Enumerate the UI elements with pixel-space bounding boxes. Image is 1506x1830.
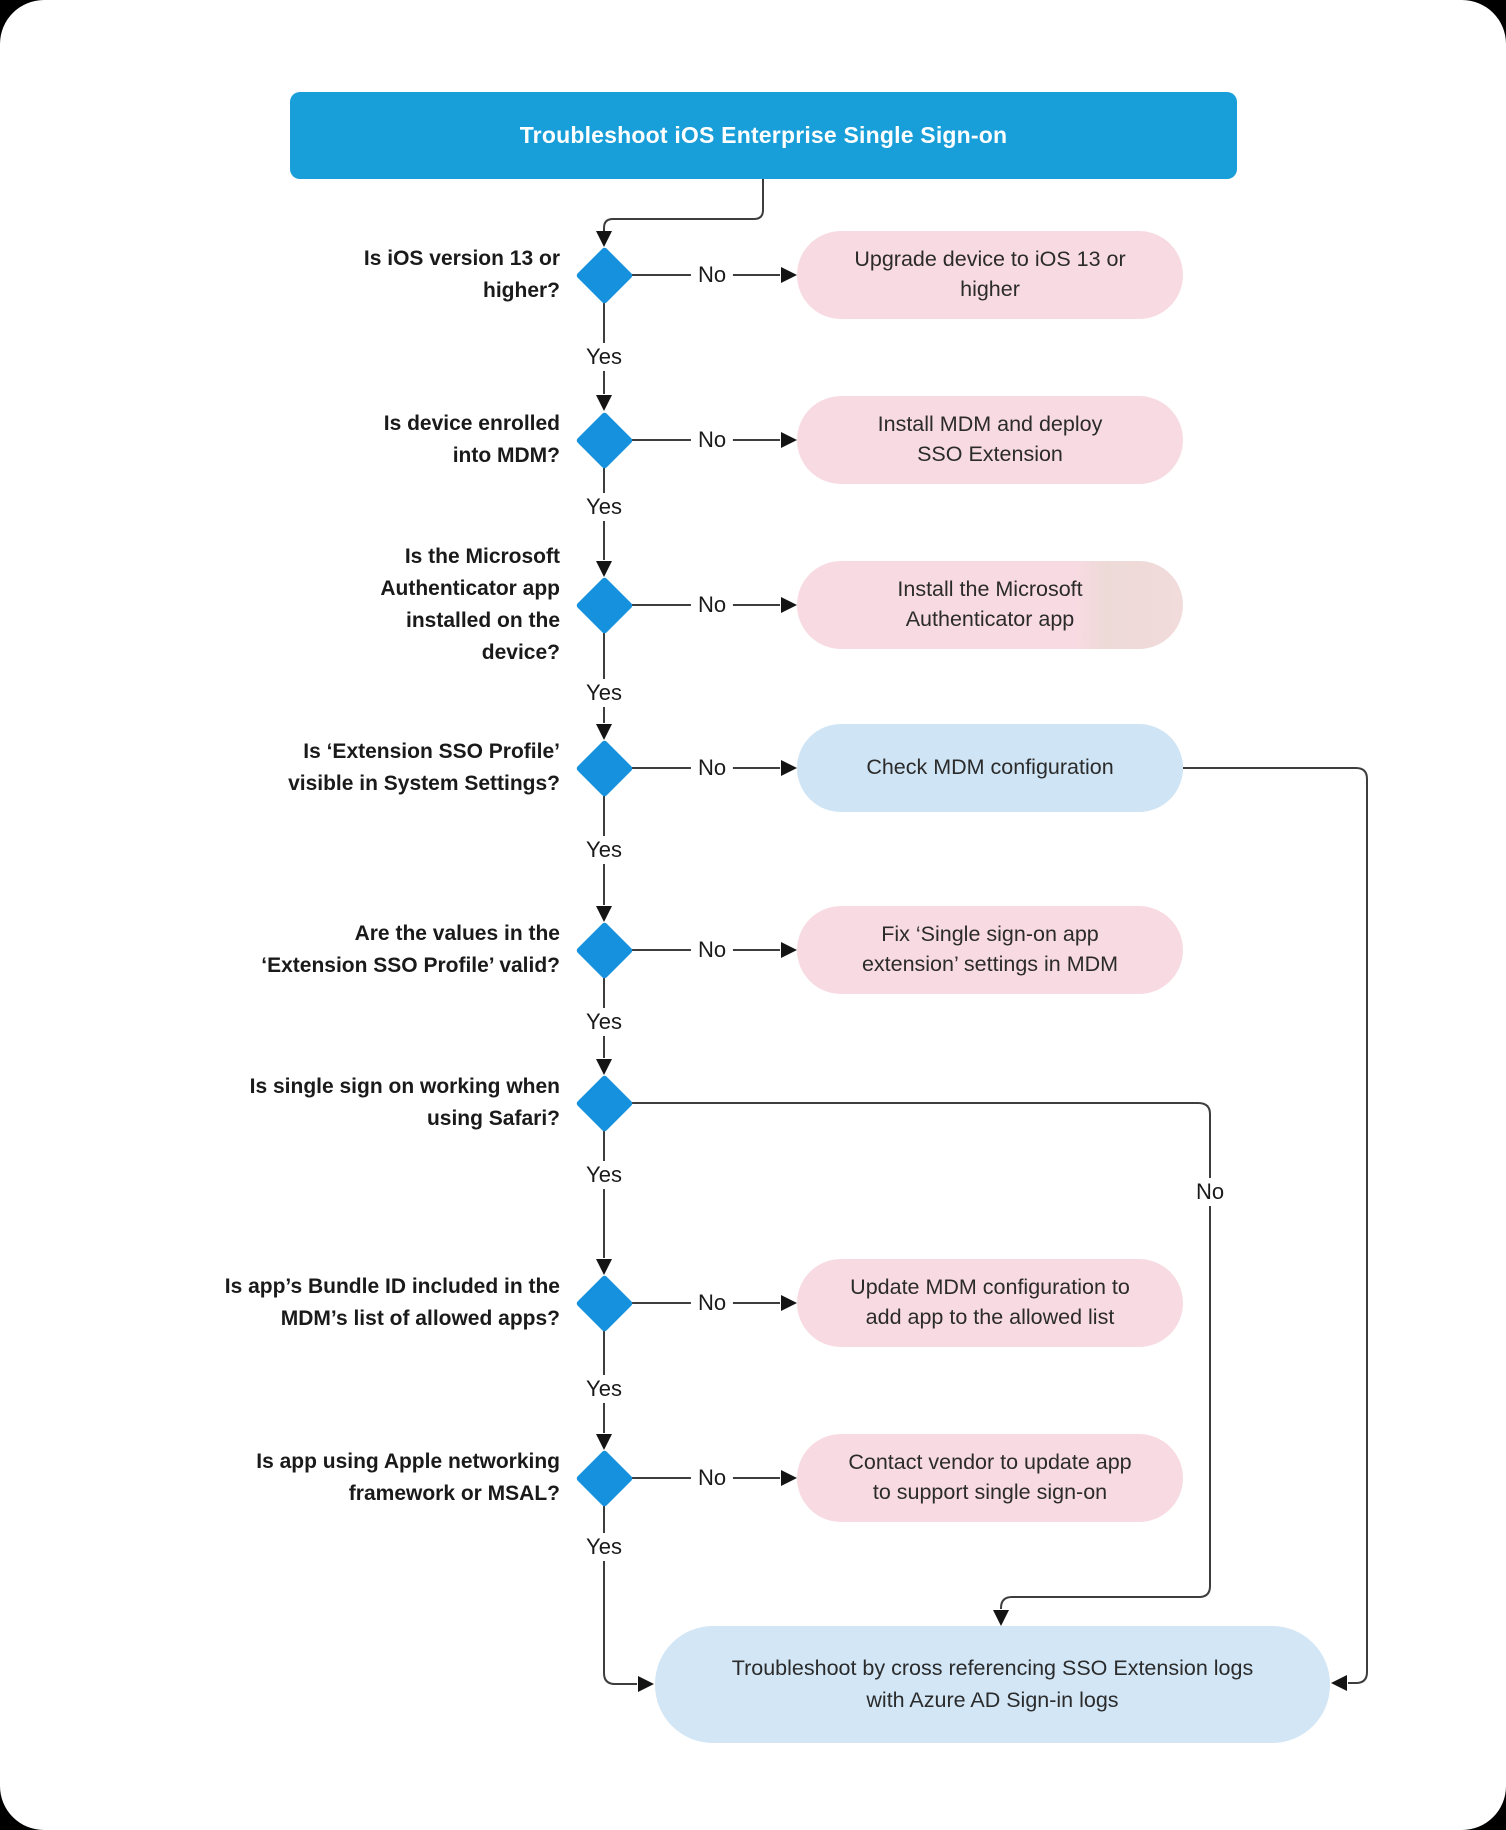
decision-question-sso-profile-visible: Is ‘Extension SSO Profile’ visible in Sy… (288, 740, 560, 795)
no-label: No (690, 1464, 734, 1492)
no-action-box-upgrade-ios: Upgrade device to iOS 13 or higher (797, 231, 1183, 319)
connector-line (603, 179, 764, 232)
yes-label: Yes (579, 1161, 629, 1189)
yes-label: Yes (579, 836, 629, 864)
no-action-box-fix-sso-settings: Fix ‘Single sign-on app extension’ setti… (797, 906, 1183, 994)
arrowhead-right (781, 432, 797, 448)
no-action-box-install-mdm: Install MDM and deploy SSO Extension (797, 396, 1183, 484)
no-label: No (690, 261, 734, 289)
arrowhead-right (781, 1470, 797, 1486)
no-action-box-update-allowed-list: Update MDM configuration to add app to t… (797, 1259, 1183, 1347)
connector-line (632, 1102, 1211, 1609)
no-label: No (690, 591, 734, 619)
arrowhead-right (638, 1676, 654, 1692)
no-action-box-install-authenticator: Install the Microsoft Authenticator app (797, 561, 1183, 649)
no-action-box-contact-vendor: Contact vendor to update app to support … (797, 1434, 1183, 1522)
yes-label: Yes (579, 679, 629, 707)
no-label: No (690, 936, 734, 964)
arrowhead-down (596, 395, 612, 411)
arrowhead-down (596, 1059, 612, 1075)
no-label: No (1188, 1178, 1232, 1206)
arrowhead-right (781, 760, 797, 776)
connector-line (603, 1506, 637, 1685)
decision-question-bundle-id: Is app’s Bundle ID included in the MDM’s… (224, 1275, 560, 1330)
yes-label: Yes (579, 343, 629, 371)
arrowhead-right (781, 597, 797, 613)
decision-question-networking-msal: Is app using Apple networking framework … (256, 1450, 560, 1505)
yes-label: Yes (579, 1008, 629, 1036)
arrowhead-down (596, 561, 612, 577)
yes-label: Yes (579, 1375, 629, 1403)
arrowhead-down (596, 231, 612, 247)
arrowhead-left (1331, 1675, 1347, 1691)
arrowhead-down (993, 1610, 1009, 1626)
arrowhead-down (596, 1434, 612, 1450)
yes-label: Yes (579, 1533, 629, 1561)
no-action-box-check-mdm-config: Check MDM configuration (797, 724, 1183, 812)
no-label: No (690, 754, 734, 782)
decision-question-mdm-enrolled: Is device enrolled into MDM? (383, 412, 560, 467)
connector-line (1183, 767, 1368, 1684)
decision-question-sso-profile-valid: Are the values in the ‘Extension SSO Pro… (261, 922, 560, 977)
flowchart-title: Troubleshoot iOS Enterprise Single Sign-… (290, 92, 1237, 179)
arrowhead-right (781, 1295, 797, 1311)
arrowhead-right (781, 942, 797, 958)
no-label: No (690, 1289, 734, 1317)
yes-label: Yes (579, 493, 629, 521)
decision-question-safari: Is single sign on working when using Saf… (249, 1075, 560, 1130)
decision-question-ios-version: Is iOS version 13 or higher? (363, 247, 560, 302)
arrowhead-down (596, 906, 612, 922)
arrowhead-down (596, 724, 612, 740)
arrowhead-down (596, 1259, 612, 1275)
final-step-box: Troubleshoot by cross referencing SSO Ex… (655, 1626, 1330, 1743)
no-label: No (690, 426, 734, 454)
arrowhead-right (781, 267, 797, 283)
decision-question-authenticator: Is the Microsoft Authenticator app insta… (380, 545, 560, 664)
